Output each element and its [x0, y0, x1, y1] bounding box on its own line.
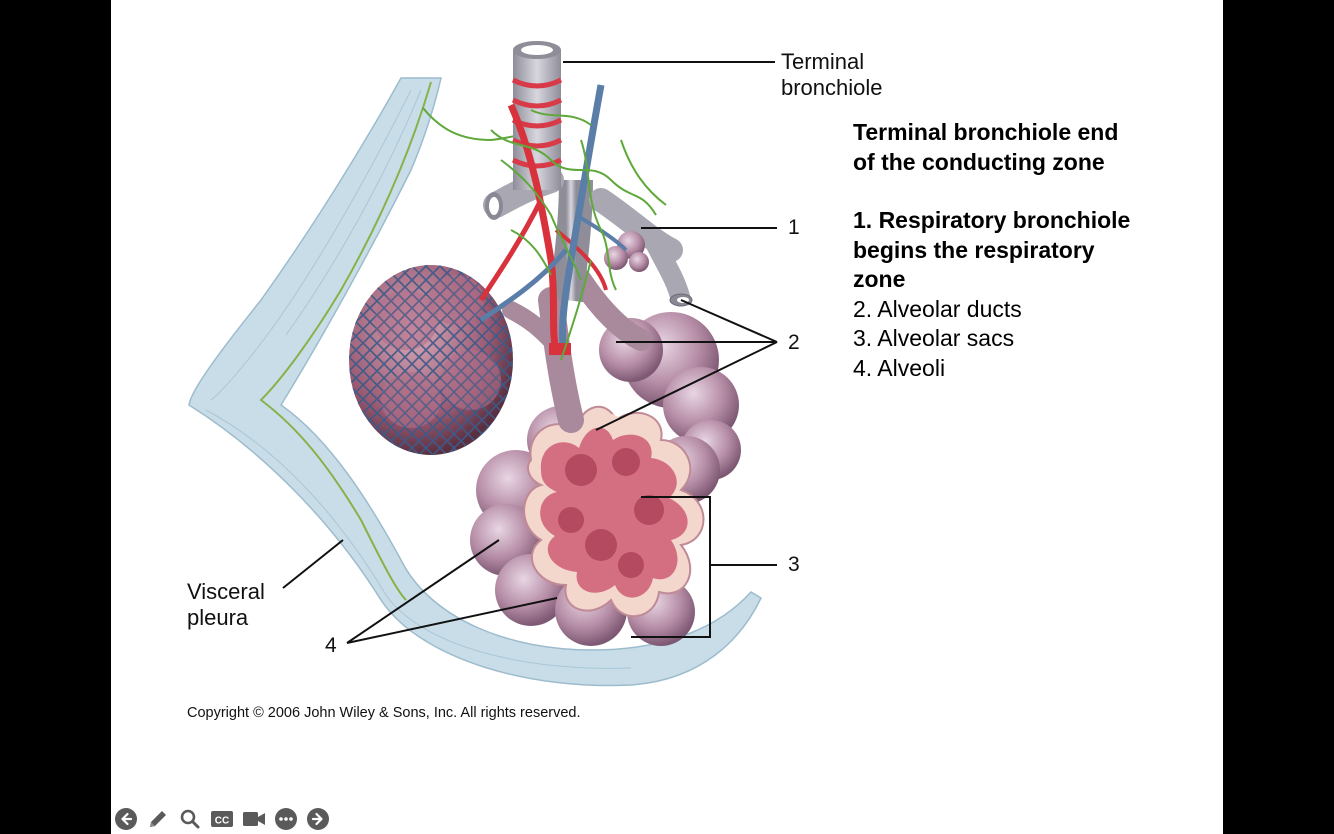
label-text: pleura — [187, 605, 249, 630]
presentation-toolbar: CC — [113, 806, 330, 832]
alveolar-sac-cutaway-shape — [470, 405, 720, 646]
blood-vessels-shape — [478, 84, 628, 355]
notes-item-1: 1. Respiratory bronchiole — [853, 207, 1131, 233]
callout-lines — [282, 61, 778, 644]
more-options-button[interactable] — [273, 807, 298, 832]
notes-item-2: 2. Alveolar ducts — [853, 295, 1022, 322]
notes-heading-line: Terminal bronchiole end — [853, 119, 1119, 145]
label-text: Terminal — [781, 49, 865, 74]
capillary-covered-sac-shape — [349, 265, 513, 455]
pen-icon — [149, 811, 166, 827]
zoom-button[interactable] — [177, 807, 202, 832]
zoom-icon — [180, 809, 199, 829]
pen-tool-button[interactable] — [145, 807, 170, 832]
next-slide-button[interactable] — [305, 807, 330, 832]
notes-item-1: zone — [853, 266, 906, 292]
label-text: Visceral — [187, 579, 265, 604]
slide: Terminal bronchiole Visceral pleura 1 2 … — [111, 0, 1223, 834]
video-button[interactable] — [241, 807, 266, 832]
label-number-4: 4 — [325, 634, 337, 657]
next-arrow-icon — [306, 808, 329, 830]
notes-heading-line: of the conducting zone — [853, 148, 1105, 175]
label-visceral-pleura: Visceral pleura — [187, 579, 265, 631]
label-number-3: 3 — [788, 553, 800, 576]
notes-item-4: 4. Alveoli — [853, 354, 946, 381]
label-number-1: 1 — [788, 216, 800, 239]
closed-captions-icon: CC — [210, 811, 233, 827]
cc-text: CC — [214, 816, 228, 827]
notes-item-3: 3. Alveolar sacs — [853, 325, 1015, 351]
label-text: bronchiole — [781, 75, 883, 100]
visceral-pleura-shape — [188, 77, 762, 687]
copyright-text: Copyright © 2006 John Wiley & Sons, Inc.… — [187, 705, 581, 721]
video-camera-icon — [242, 812, 265, 826]
lymph-network-shape — [490, 109, 667, 361]
slide-notes: Terminal bronchiole end of the conductin… — [853, 118, 1193, 383]
label-terminal-bronchiole: Terminal bronchiole — [781, 49, 883, 101]
previous-arrow-icon — [114, 808, 137, 830]
notes-item-1: begins the respiratory — [853, 236, 1095, 263]
closed-captions-button[interactable]: CC — [209, 807, 234, 832]
previous-slide-button[interactable] — [113, 807, 138, 832]
terminal-bronchiole-shape — [511, 41, 563, 190]
more-options-icon — [274, 808, 297, 830]
alveoli-illustration — [188, 41, 778, 687]
label-number-2: 2 — [788, 331, 800, 354]
